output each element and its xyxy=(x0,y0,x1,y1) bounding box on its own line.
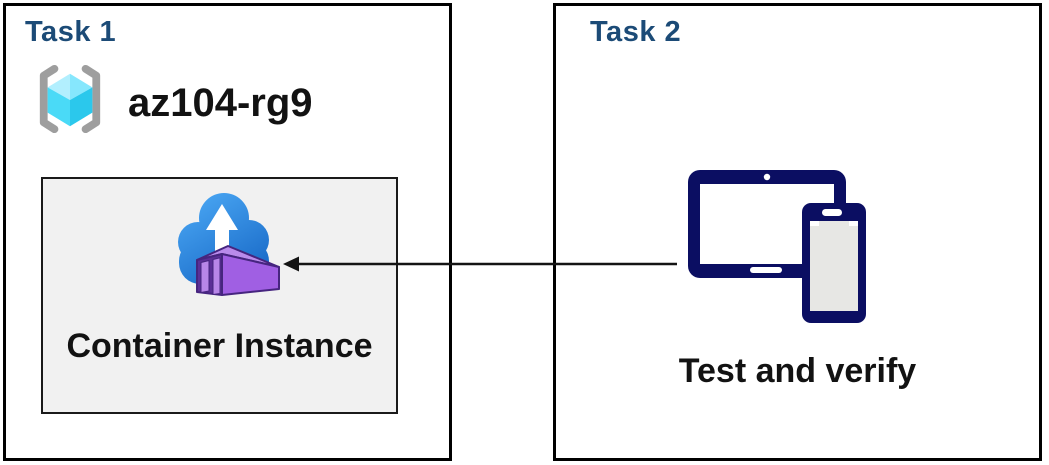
tablet-phone-icon xyxy=(688,170,866,323)
cube-glyph xyxy=(47,73,93,127)
left-bracket xyxy=(39,64,59,134)
task2-box: Task 2 Test and verify xyxy=(553,3,1042,461)
right-bracket xyxy=(81,64,101,134)
resource-group-name: az104-rg9 xyxy=(128,81,313,125)
task1-box: Task 1 az104-rg9 xyxy=(3,3,452,461)
container-instances-icon xyxy=(178,193,280,296)
tablet-camera-dot xyxy=(763,173,771,181)
devices-label: Test and verify xyxy=(678,352,917,390)
container-cube xyxy=(196,245,280,296)
task2-title: Task 2 xyxy=(590,16,682,48)
connection-arrow xyxy=(283,256,677,272)
container-instance-box: Container Instance xyxy=(41,177,398,414)
tablet-home-bar xyxy=(750,267,782,273)
phone-glyph xyxy=(802,203,866,323)
phone-speaker xyxy=(822,209,842,216)
resource-group-icon xyxy=(39,64,101,134)
task1-title: Task 1 xyxy=(25,16,117,48)
arrowhead xyxy=(283,256,299,272)
upload-arrow-glyph xyxy=(206,204,238,254)
container-instance-label: Container Instance xyxy=(66,327,373,365)
